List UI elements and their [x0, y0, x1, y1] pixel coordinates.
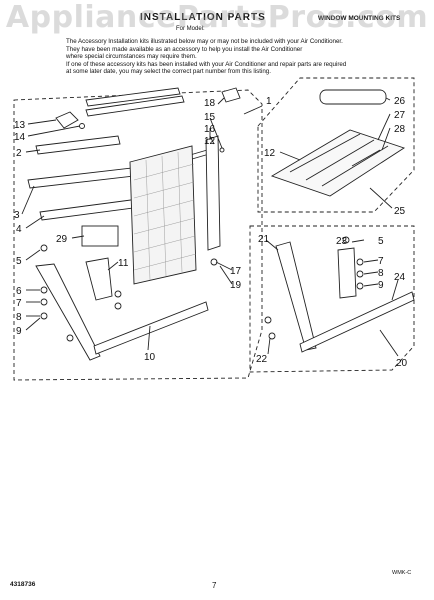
- callout-10: 10: [144, 352, 156, 363]
- callout-5: 5: [16, 256, 22, 267]
- kit-boundary-main: [13, 89, 263, 381]
- screw-15: [219, 147, 225, 153]
- callout-25: 25: [394, 206, 406, 217]
- page-number: 7: [212, 581, 217, 590]
- callout-29: 29: [56, 234, 68, 245]
- rail-top: [85, 87, 181, 107]
- callout-26: 26: [394, 96, 406, 107]
- note-line: If one of these accessory kits has been …: [66, 60, 347, 68]
- callout-15: 15: [204, 112, 216, 123]
- section-label: WINDOW MOUNTING KITS: [318, 15, 401, 22]
- callout-12-right: 12: [264, 148, 276, 159]
- panel-texture: [133, 151, 197, 281]
- callout-4: 4: [16, 224, 22, 235]
- callout-9-right: 9: [378, 280, 384, 291]
- callout-7: 7: [16, 298, 22, 309]
- callout-9: 9: [16, 326, 22, 337]
- support-bar: [93, 301, 209, 355]
- callout-5-right: 5: [378, 236, 384, 247]
- rail-upper: [85, 95, 185, 117]
- screw-5: [40, 244, 48, 252]
- callout-18: 18: [204, 98, 216, 109]
- callout-group: 1 2 3 4 5 6 7 8 9 10 11 12 13 14 15 16 1…: [14, 96, 408, 369]
- callout-16: 16: [204, 124, 216, 135]
- kit-code: WMK-C: [392, 570, 412, 576]
- support-leg: [35, 263, 101, 361]
- support-leg-right: [275, 241, 317, 351]
- callout-20: 20: [396, 358, 408, 369]
- callout-8-right: 8: [378, 268, 384, 279]
- callout-23: 23: [336, 236, 348, 247]
- model-label: For Model:: [176, 26, 205, 32]
- tray-27: [270, 129, 406, 197]
- callout-6: 6: [16, 286, 22, 297]
- support-bar-right: [299, 291, 415, 353]
- callout-11: 11: [118, 258, 129, 269]
- watermark: AppliancePartsPros.com: [5, 0, 429, 35]
- bracket-13: [55, 111, 79, 129]
- callout-24: 24: [394, 272, 406, 283]
- seal-29: [81, 225, 119, 247]
- note-line: They have been made available as an acce…: [66, 45, 303, 53]
- callout-14: 14: [14, 132, 26, 143]
- screw-14: [79, 123, 85, 129]
- kit-boundary-top-right: [257, 77, 415, 213]
- notes-paragraph: The Accessory Installation kits illustra…: [66, 38, 411, 76]
- rail-3: [27, 167, 135, 189]
- callout-1: 1: [266, 96, 272, 107]
- callout-19: 19: [230, 280, 242, 291]
- foam-block-18: [221, 87, 241, 103]
- callout-13: 13: [14, 120, 26, 131]
- side-channel: [205, 135, 221, 251]
- note-line: at some later date, you may select the c…: [66, 68, 271, 76]
- callout-3: 3: [14, 210, 20, 221]
- foam-panel: [129, 145, 197, 285]
- callout-28: 28: [394, 124, 406, 135]
- callout-8: 8: [16, 312, 22, 323]
- note-line: where special circumstances may require …: [66, 53, 197, 61]
- callout-21: 21: [258, 234, 270, 245]
- note-line: The Accessory Installation kits illustra…: [66, 38, 343, 45]
- screw-right-5: [342, 236, 350, 244]
- callout-17: 17: [230, 266, 242, 277]
- kit-boundary-bottom-right: [249, 225, 415, 373]
- callout-12: 12: [204, 136, 216, 147]
- page-title: INSTALLATION PARTS: [140, 12, 266, 23]
- callout-27: 27: [394, 110, 406, 121]
- bracket-11: [85, 257, 113, 301]
- rail-2: [35, 135, 121, 155]
- callout-2: 2: [16, 148, 22, 159]
- callout-22: 22: [256, 354, 268, 365]
- gasket-26: [319, 89, 387, 105]
- callout-7-right: 7: [378, 256, 384, 267]
- document-number: 4318736: [10, 581, 36, 588]
- bracket-right: [337, 247, 357, 299]
